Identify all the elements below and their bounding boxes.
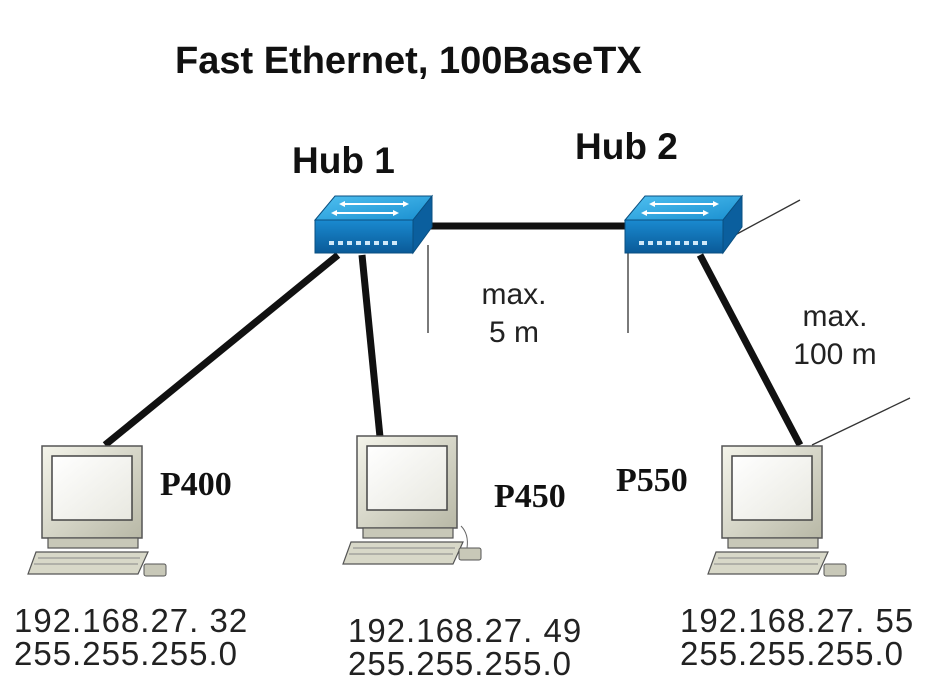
guide-100m-bottom <box>811 397 911 446</box>
cable-hub1-p400 <box>102 252 341 448</box>
hub-2-label: Hub 2 <box>575 126 678 167</box>
hub-2-icon <box>623 194 744 255</box>
computer-p550-mask: 255.255.255.0 <box>680 635 905 672</box>
hub-1-icon <box>313 194 434 255</box>
guide-100m-top <box>734 199 801 236</box>
cable-hub2-p550 <box>696 253 804 447</box>
distance-label-100m: max. 100 m <box>780 298 890 373</box>
distance-label-5m: max. 5 m <box>468 276 560 351</box>
computer-p550-icon <box>707 445 847 577</box>
hub-1-label: Hub 1 <box>292 140 395 181</box>
computer-p400-mask: 255.255.255.0 <box>14 635 239 672</box>
distance-100m-line1: max. <box>802 300 868 333</box>
computer-p450-label: P450 <box>494 478 566 515</box>
computer-p450-icon <box>342 435 482 565</box>
distance-5m-line1: max. <box>481 278 547 311</box>
computer-p550-address: 192.168.27. 55 255.255.255.0 <box>680 604 914 670</box>
distance-5m-line2: 5 m <box>488 315 539 349</box>
computer-p450-ip: 192.168.27. 49 <box>348 612 583 649</box>
computer-p400-address: 192.168.27. 32 255.255.255.0 <box>14 604 248 670</box>
distance-100m-line2: 100 m <box>793 337 877 371</box>
computer-p400-label: P400 <box>160 466 232 503</box>
computer-p450-mask: 255.255.255.0 <box>348 645 573 682</box>
computer-p400-ip: 192.168.27. 32 <box>14 602 249 639</box>
computer-p550-label: P550 <box>616 462 688 499</box>
cables <box>102 222 804 448</box>
measurement-guides <box>427 199 911 446</box>
diagram-title: Fast Ethernet, 100BaseTX <box>175 40 642 82</box>
computer-p450-address: 192.168.27. 49 255.255.255.0 <box>348 614 582 680</box>
cable-hub1-p450 <box>358 254 384 438</box>
computer-p550-ip: 192.168.27. 55 <box>680 602 915 639</box>
computer-p400-icon <box>27 445 167 577</box>
